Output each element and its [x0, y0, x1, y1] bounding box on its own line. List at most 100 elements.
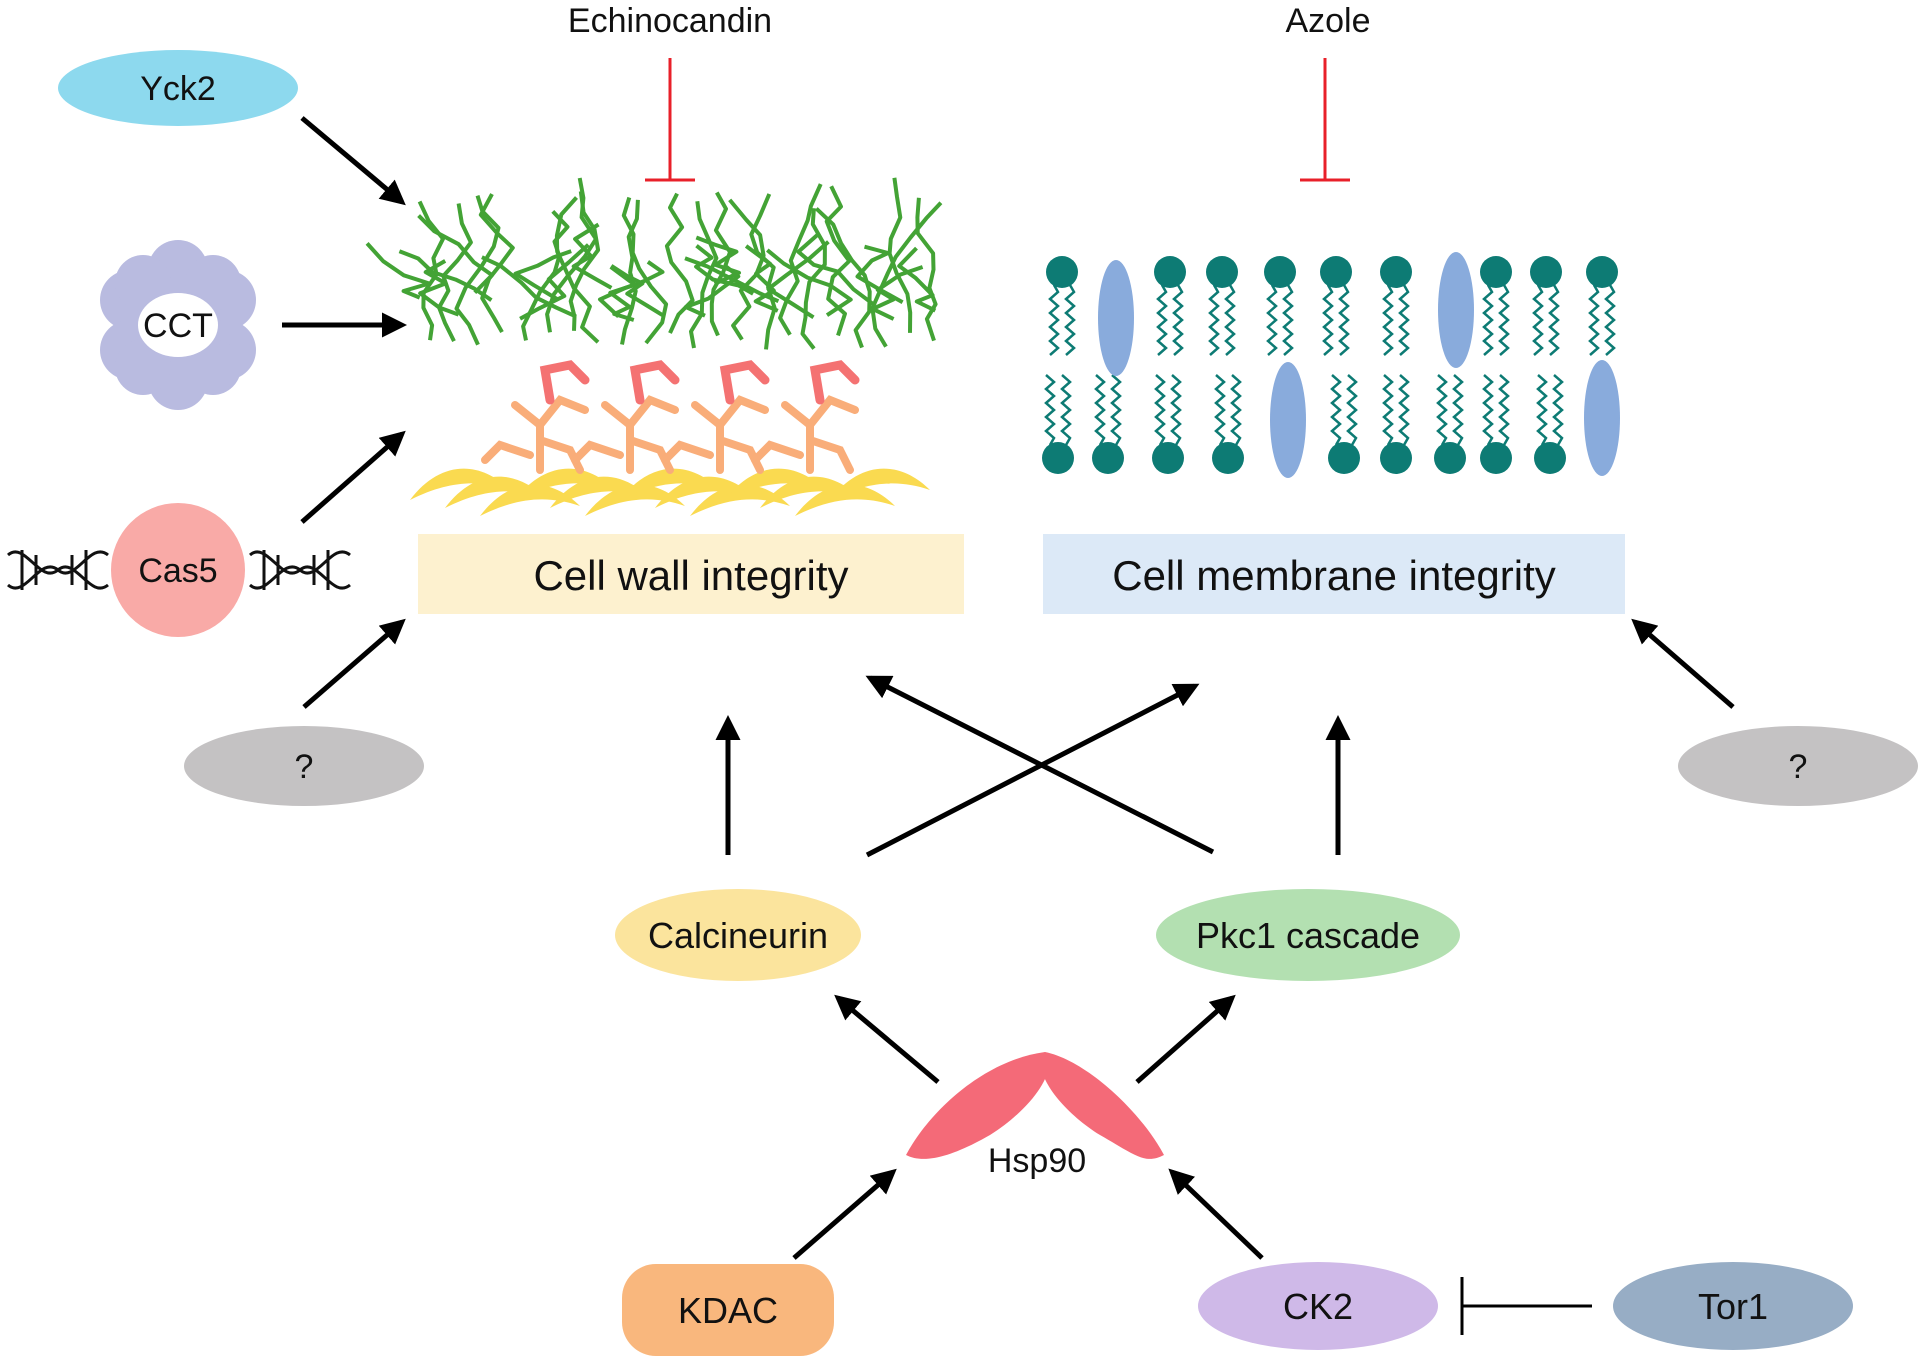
- glucan-fibre: [620, 468, 720, 500]
- lipid-tail: [1214, 374, 1226, 446]
- unknown-left-node: [184, 726, 424, 806]
- glucan-branch: [608, 265, 637, 322]
- pkc1-cascade-node: [1156, 889, 1460, 981]
- arrow-pkc1-to-cell-wall: [865, 675, 1215, 855]
- lipid-tail: [1548, 284, 1560, 356]
- glucan-chain: [709, 191, 732, 337]
- glucan-chain: [621, 196, 669, 345]
- glucan-branch: [694, 244, 755, 296]
- arrow-hsp90-to-calcineurin: [834, 994, 940, 1084]
- tor1-label: Tor1: [1698, 1286, 1768, 1327]
- arrow-yck2-to-cell-wall: [300, 116, 406, 206]
- mannoprotein-branch: [481, 395, 589, 474]
- glucan-chain: [778, 183, 823, 336]
- mannan-linker: [809, 360, 860, 405]
- cas5-label: Cas5: [138, 552, 217, 590]
- kdac-node: [622, 1264, 834, 1356]
- glucan-branch: [398, 249, 493, 302]
- lipid-head: [1042, 442, 1074, 474]
- glucan-branch: [695, 235, 741, 286]
- lipid-tail: [1048, 284, 1060, 356]
- cell-membrane-integrity-label: Cell membrane integrity: [1112, 552, 1556, 599]
- hsp90-label: Hsp90: [988, 1142, 1086, 1180]
- glucan-branch: [855, 244, 904, 304]
- lipid-tail: [1330, 374, 1342, 446]
- glucan-fibre: [690, 484, 790, 516]
- lipid-head: [1586, 256, 1618, 288]
- lipid-tail: [1604, 284, 1616, 356]
- glucan-chain: [870, 201, 943, 348]
- lipid-head: [1480, 442, 1512, 474]
- glucan-chain: [554, 196, 600, 344]
- hsp90-chaperone-icon: [906, 1052, 1164, 1159]
- glucan-chain: [814, 207, 872, 349]
- arrow-kdac-to-hsp90: [792, 1168, 897, 1260]
- lipid-tail: [1322, 284, 1334, 356]
- lipid-tail: [1338, 284, 1350, 356]
- lipid-tail: [1398, 284, 1410, 356]
- lipid-tail: [1398, 374, 1410, 446]
- glucan-fibre: [655, 476, 755, 508]
- glucan-fibre: [480, 484, 580, 516]
- glucan-fibre: [550, 476, 650, 508]
- lipid-tail: [1552, 374, 1564, 446]
- dna-icon: [7, 550, 351, 590]
- cct-complex-node: [100, 240, 256, 410]
- mannoprotein-branch: [661, 395, 769, 474]
- azole-inhibition-bar: [1300, 58, 1350, 182]
- lipid-tail: [1382, 374, 1394, 446]
- calcineurin-label: Calcineurin: [648, 915, 828, 956]
- sterol-molecule: [1584, 360, 1620, 476]
- mannoprotein-branch: [571, 395, 679, 474]
- glucan-chain: [568, 191, 601, 331]
- glucan-fibre: [585, 484, 685, 516]
- glucan-fibre: [445, 476, 545, 508]
- lipid-tail: [1482, 284, 1494, 356]
- cell-membrane-illustration: [1042, 252, 1620, 478]
- lipid-tail: [1536, 374, 1548, 446]
- lipid-tail: [1382, 284, 1394, 356]
- lipid-head: [1328, 442, 1360, 474]
- calcineurin-node: [615, 889, 861, 981]
- lipid-tail: [1452, 374, 1464, 446]
- activation-arrows: [282, 116, 1735, 1260]
- lipid-tail: [1532, 284, 1544, 356]
- lipid-head: [1320, 256, 1352, 288]
- glucan-branch: [897, 246, 937, 313]
- lipid-tail: [1588, 284, 1600, 356]
- lipid-tail: [1064, 284, 1076, 356]
- lipid-head: [1264, 256, 1296, 288]
- cell-membrane-integrity-box: [1043, 534, 1625, 614]
- unknown-left-label: ?: [295, 748, 314, 786]
- lipid-tail: [1170, 374, 1182, 446]
- mannan-linker: [629, 360, 680, 405]
- lipid-tail: [1172, 284, 1184, 356]
- glucan-chain: [521, 210, 570, 341]
- sterol-molecule: [1438, 252, 1474, 368]
- lipid-tail: [1094, 374, 1106, 446]
- unknown-right-node: [1678, 726, 1918, 806]
- cas5-node: [111, 503, 245, 637]
- inhibition-tor1-to-ck2: [1460, 1277, 1592, 1335]
- lipid-head: [1380, 442, 1412, 474]
- pkc1-cascade-label: Pkc1 cascade: [1196, 915, 1420, 956]
- glucan-fibre: [795, 484, 895, 516]
- yck2-node: [58, 50, 298, 126]
- lipid-tail: [1110, 374, 1122, 446]
- glucan-branch: [571, 222, 613, 290]
- glucan-fibre: [760, 476, 860, 508]
- lipid-head: [1434, 442, 1466, 474]
- lipid-tail: [1498, 374, 1510, 446]
- unknown-right-label: ?: [1789, 748, 1808, 786]
- yck2-label: Yck2: [140, 70, 216, 108]
- glucan-chain: [800, 208, 827, 350]
- glucan-fibre: [410, 468, 510, 500]
- arrow-ck2-to-hsp90: [1168, 1168, 1264, 1260]
- glucan-branch: [513, 249, 572, 302]
- lipid-head: [1154, 256, 1186, 288]
- glucan-branch: [796, 233, 877, 308]
- lipid-tail: [1060, 374, 1072, 446]
- arrow-unknown-to-cell-wall: [302, 618, 406, 709]
- cct-label: CCT: [143, 307, 213, 345]
